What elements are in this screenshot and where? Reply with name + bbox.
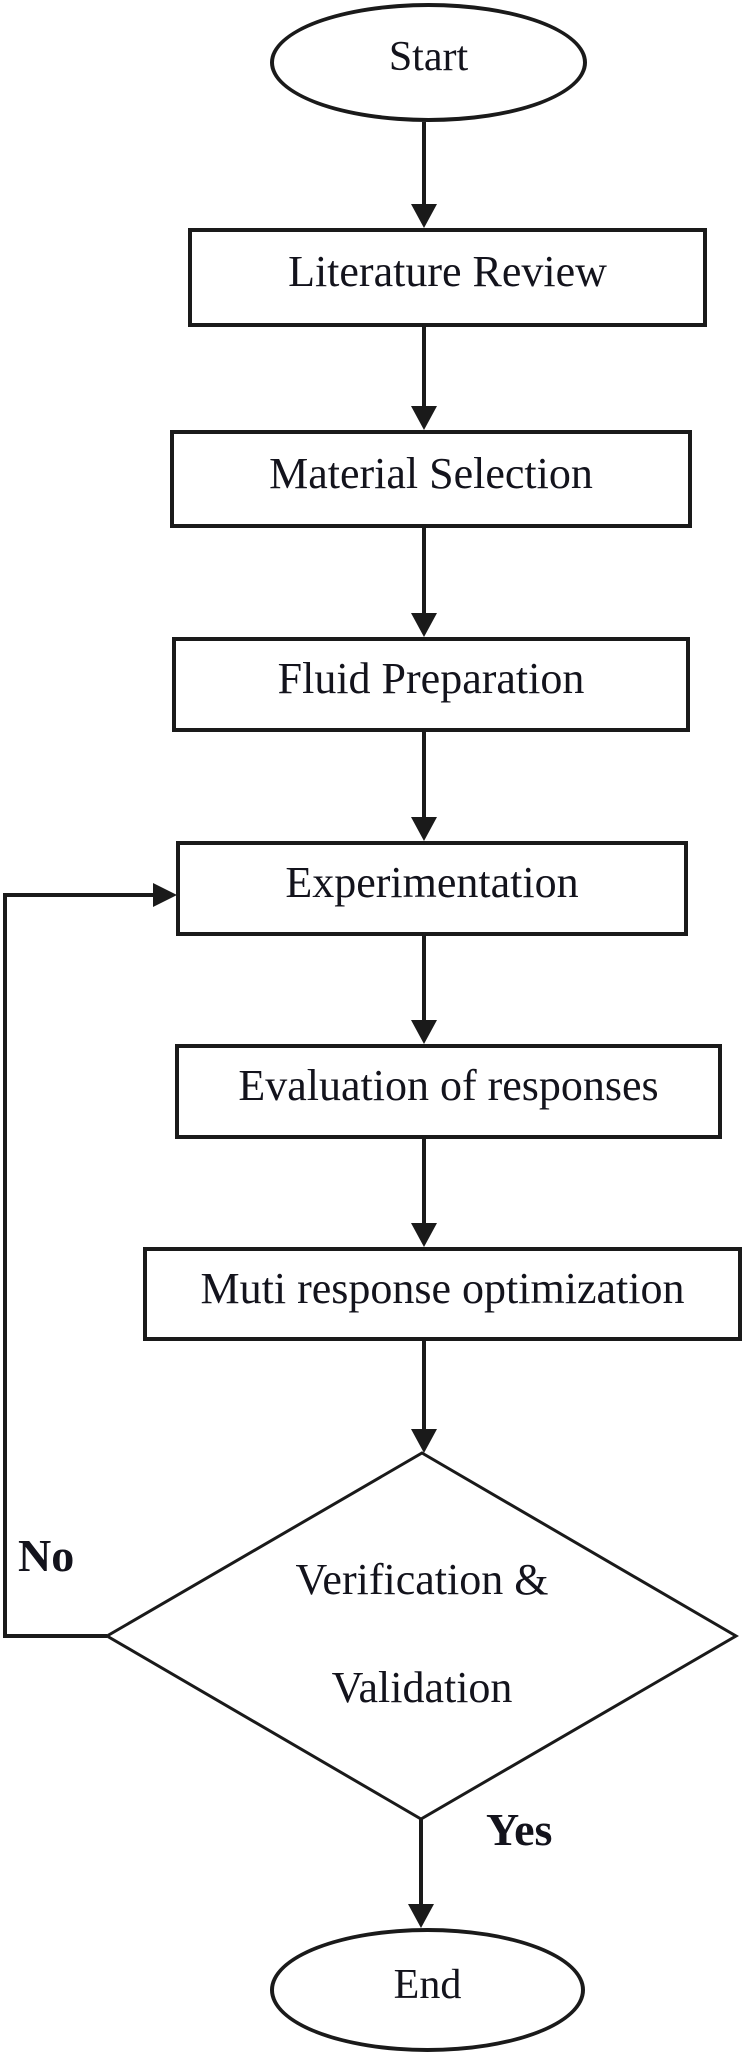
node-fluid-preparation-label: Fluid Preparation: [277, 654, 585, 704]
verification-line: Verification &: [295, 1555, 549, 1604]
validation-line: Validation: [331, 1663, 513, 1712]
arrow-head: [411, 613, 437, 637]
node-multi-response-optimization-label: Muti response optimization: [200, 1263, 685, 1313]
node-evaluation-of-responses-label: Evaluation of responses: [238, 1061, 659, 1111]
node-material-selection: Material Selection: [170, 430, 692, 528]
arrow-optimization-to-decision: [411, 1341, 437, 1453]
node-fluid-preparation: Fluid Preparation: [172, 637, 690, 732]
arrow-material-selection-to-fluid-preparation: [411, 528, 437, 637]
edge-label-yes: Yes: [486, 1804, 553, 1855]
node-evaluation-of-responses: Evaluation of responses: [175, 1044, 722, 1139]
arrow-head: [411, 204, 437, 228]
arrow-start-to-literature-review: [411, 122, 437, 228]
arrow-head: [411, 1429, 437, 1453]
arrow-head: [153, 883, 177, 907]
node-experimentation: Experimentation: [176, 841, 688, 936]
arrow-head: [411, 406, 437, 430]
arrow-head: [411, 817, 437, 841]
arrow-experimentation-to-evaluation: [411, 936, 437, 1044]
node-multi-response-optimization: Muti response optimization: [143, 1247, 742, 1341]
node-experimentation-label: Experimentation: [285, 858, 579, 908]
node-material-selection-label: Material Selection: [269, 448, 593, 498]
arrow-shaft: [3, 893, 153, 1638]
node-start-label: Start: [388, 34, 469, 81]
arrow-head: [411, 1020, 437, 1044]
arrow-head: [408, 1904, 434, 1928]
node-end-label: End: [393, 1961, 462, 2008]
arrow-evaluation-to-optimization: [411, 1139, 437, 1247]
node-literature-review: Literature Review: [188, 228, 707, 327]
node-literature-review-label: Literature Review: [288, 247, 607, 297]
arrow-decision-to-end: [408, 1819, 434, 1928]
arrow-literature-review-to-material-selection: [411, 327, 437, 430]
no-feedback-loop-to-experimentation: [3, 883, 177, 1638]
arrow-fluid-preparation-to-experimentation: [411, 732, 437, 841]
node-end: End: [270, 1928, 585, 2052]
edge-label-no: No: [18, 1530, 75, 1581]
arrow-head: [411, 1223, 437, 1247]
node-verification-validation-label: Verification & Validation: [182, 1552, 662, 1716]
node-start: Start: [270, 3, 587, 122]
